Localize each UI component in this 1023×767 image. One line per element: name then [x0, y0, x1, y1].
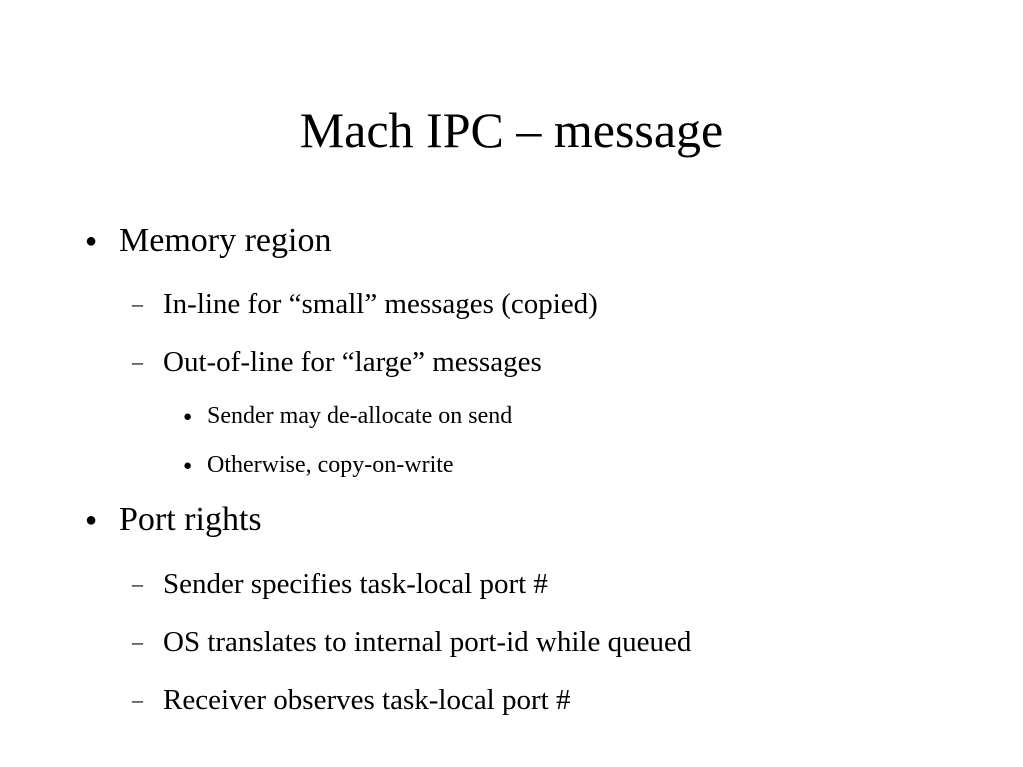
round-bullet-icon: ● [85, 509, 98, 531]
sub-item-out-of-line: – Out-of-line for “large” messages [132, 345, 542, 379]
round-bullet-icon: ● [183, 458, 193, 474]
bullet-text: In-line for “small” messages (copied) [163, 288, 598, 320]
sub-item-sender-specifies: – Sender specifies task-local port # [132, 567, 548, 601]
sub-item-receiver-observes: – Receiver observes task-local port # [132, 683, 571, 717]
bullet-text: Otherwise, copy-on-write [207, 452, 454, 478]
slide-title: Mach IPC – message [299, 102, 724, 158]
bullet-text: Sender specifies task-local port # [163, 568, 548, 600]
bullet-text: Memory region [119, 222, 332, 259]
sub-sub-item-copy-on-write: ● Otherwise, copy-on-write [183, 451, 454, 479]
bullet-text: Out-of-line for “large” messages [163, 346, 542, 378]
bullet-text: OS translates to internal port-id while … [163, 626, 692, 658]
sub-sub-item-sender-dealloc: ● Sender may de-allocate on send [183, 402, 513, 430]
dash-bullet-icon: – [132, 687, 143, 712]
round-bullet-icon: ● [183, 409, 193, 425]
bullet-text: Receiver observes task-local port # [163, 684, 571, 716]
bullet-item-memory-region: ● Memory region [85, 221, 332, 261]
dash-bullet-icon: – [132, 571, 143, 596]
dash-bullet-icon: – [132, 291, 143, 316]
bullet-text: Port rights [119, 501, 262, 538]
bullet-item-port-rights: ● Port rights [85, 500, 262, 540]
dash-bullet-icon: – [132, 629, 143, 654]
round-bullet-icon: ● [85, 230, 98, 252]
bullet-text: Sender may de-allocate on send [207, 403, 513, 429]
dash-bullet-icon: – [132, 349, 143, 374]
sub-item-os-translates: – OS translates to internal port-id whil… [132, 625, 692, 659]
sub-item-in-line: – In-line for “small” messages (copied) [132, 287, 598, 321]
